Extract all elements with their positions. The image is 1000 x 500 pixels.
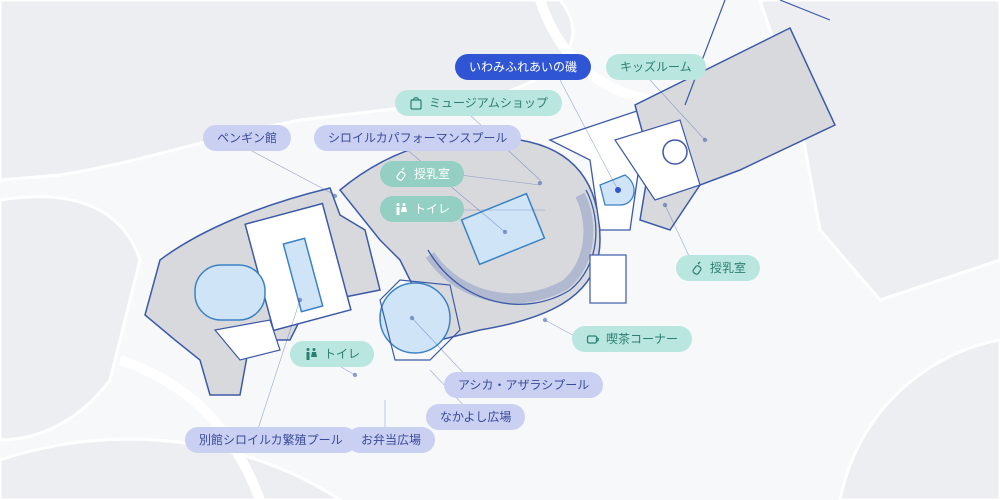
label-text: 授乳室 [710,261,747,275]
label-text: トイレ [324,347,361,361]
spiral-stair [662,139,688,165]
label-beluga-performance-pool[interactable]: シロイルカパフォーマンスプール [314,125,522,151]
sealion-pool [379,282,451,354]
location-dots [297,137,708,378]
restroom-icon [396,203,407,215]
arc-walkway-edge [427,189,597,305]
label-text: いわみふれあいの磯 [469,60,578,74]
baby-bottle-icon [396,167,406,181]
label-text: トイレ [414,202,451,216]
label-nursing-room-1[interactable]: 授乳室 [380,161,465,187]
label-text: 別館シロイルカ繁殖プール [199,433,343,447]
arc-walkway [425,192,594,304]
coffee-cup-icon [586,335,599,344]
label-text: お弁当広場 [361,433,422,447]
restroom-icon [306,348,317,360]
label-kids-room[interactable]: キッズルーム [606,54,706,80]
sealion-deck [379,279,461,361]
penguin-pool [194,264,266,321]
east-room-small [589,254,627,304]
label-iwami-tidepool[interactable]: いわみふれあいの磯 [455,54,592,80]
label-toilet-1[interactable]: トイレ [380,196,465,222]
label-text: アシカ・アザラシプール [458,378,590,392]
long-tank [282,237,324,313]
label-museum-shop[interactable]: ミュージアムショップ [395,90,562,116]
terrain-hill-left [0,195,142,442]
label-text: シロイルカパフォーマンスプール [328,131,508,145]
label-nakayoshi-plaza[interactable]: なかよし広場 [426,404,526,430]
label-text: ミュージアムショップ [429,96,548,110]
performance-pool [460,192,546,266]
baby-bottle-icon [692,261,702,275]
label-bento-plaza[interactable]: お弁当広場 [347,427,436,453]
west-wing-rooms [213,319,281,361]
label-penguin-house[interactable]: ペンギン館 [203,125,292,151]
walkway-curve [118,355,265,500]
shopping-bag-icon [410,97,422,110]
label-beluga-breeding-pool[interactable]: 別館シロイルカ繁殖プール [185,427,357,453]
label-nursing-room-2[interactable]: 授乳室 [676,255,761,281]
terrain-hill-top [0,0,575,182]
access-road [684,0,831,106]
label-sealion-pool[interactable]: アシカ・アザラシプール [444,372,604,398]
label-text: 喫茶コーナー [606,332,679,346]
label-toilet-2[interactable]: トイレ [290,341,375,367]
label-cafe-corner[interactable]: 喫茶コーナー [572,326,693,352]
label-text: 授乳室 [414,167,451,181]
label-text: なかよし広場 [440,410,512,424]
label-text: キッズルーム [620,60,692,74]
terrain-bottom-right [838,338,1000,500]
label-text: ペンギン館 [217,131,278,145]
